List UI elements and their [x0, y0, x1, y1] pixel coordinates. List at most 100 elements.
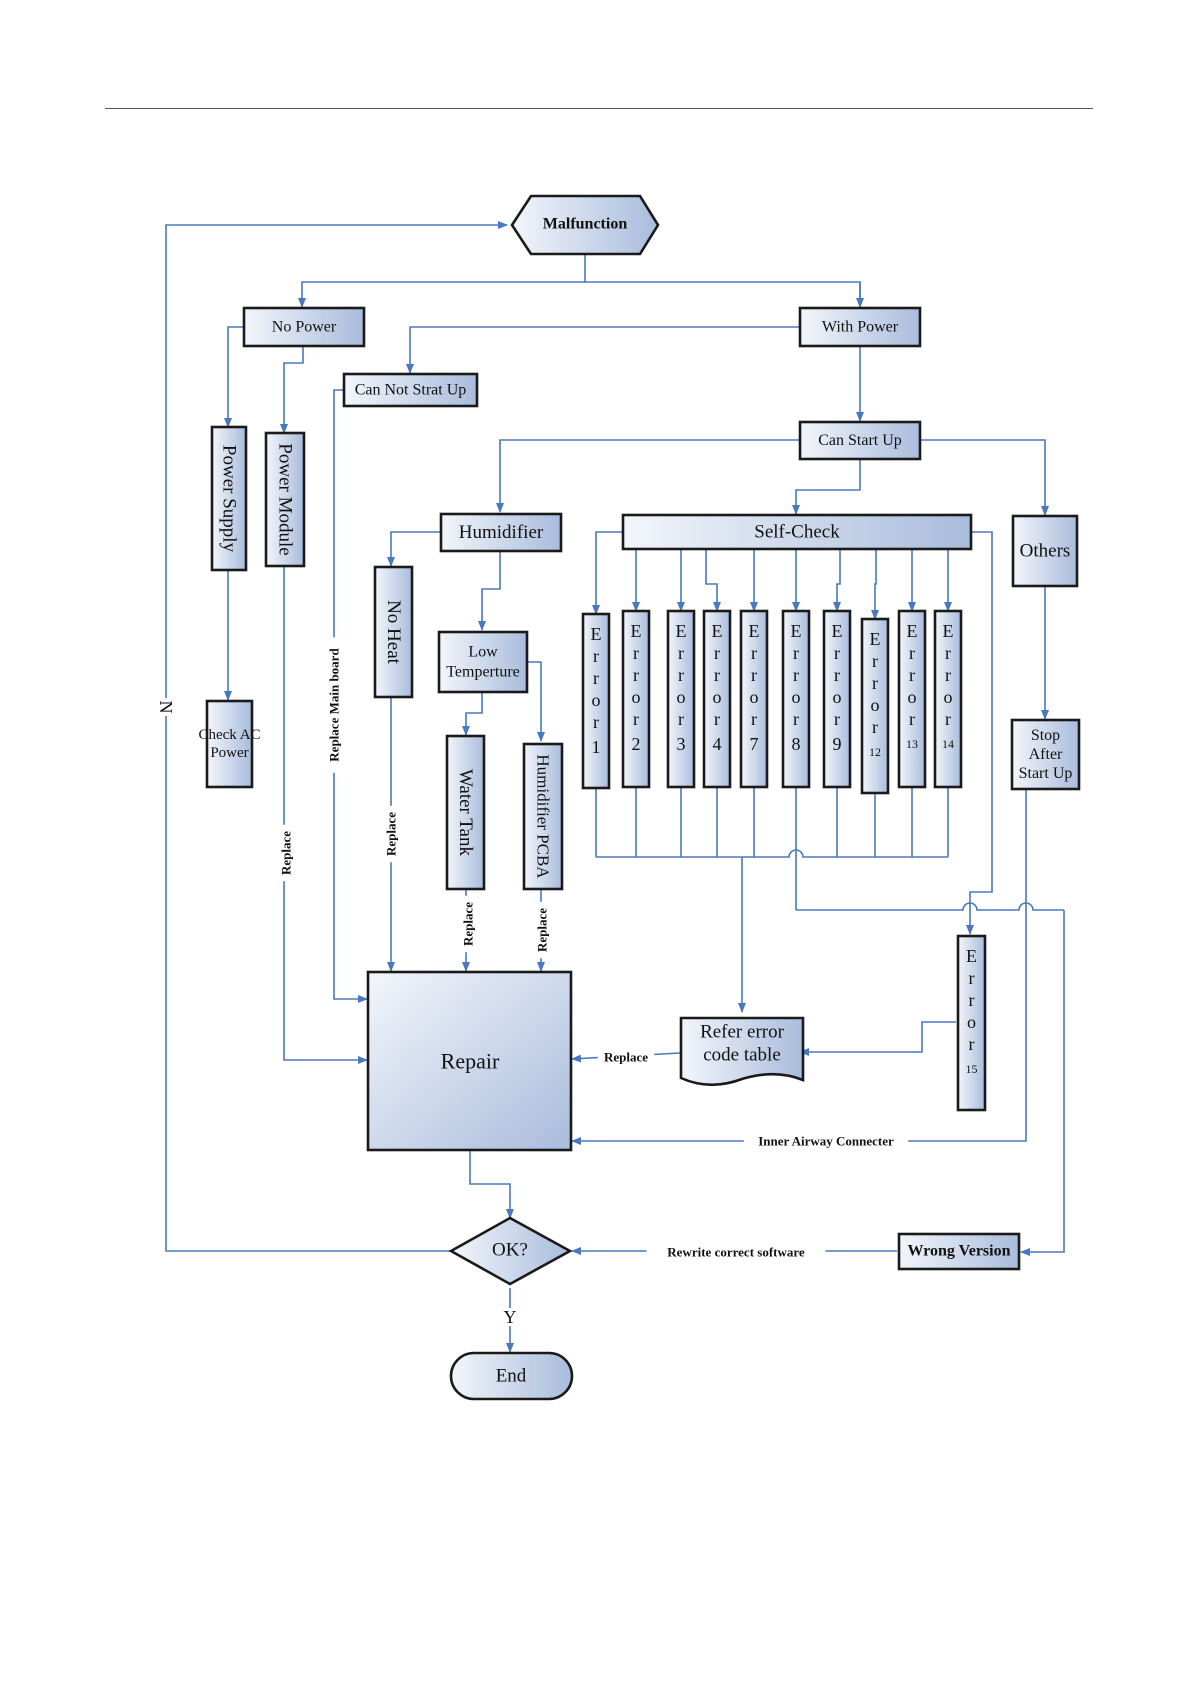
no-label: N — [156, 698, 176, 716]
error-13-node-shape — [897, 609, 927, 789]
others-node: Others — [1011, 514, 1079, 588]
replace-main-board-label-text: Replace Main board — [327, 648, 342, 762]
can-start-up-node-shape — [798, 420, 922, 461]
connector-line — [462, 693, 483, 736]
check-ac-power-node-label: Check AC — [198, 727, 260, 743]
no-power-node: No Power — [242, 306, 366, 348]
replace-label-power-module: Replace — [277, 824, 295, 882]
error-3-node-shape — [666, 609, 696, 789]
replace-label-refer-table: Replace — [597, 1048, 655, 1066]
malfunction-node: Malfunction — [510, 194, 660, 256]
connector-line — [966, 531, 993, 935]
humidifier-pcba-node-label: Humidifier PCBA — [534, 754, 553, 879]
connector-line — [469, 1150, 514, 1219]
error-14-node-letter: r — [945, 665, 951, 685]
error-15-node-shape — [956, 934, 987, 1112]
refer-error-code-table-label: code table — [703, 1045, 781, 1066]
self-check-node-shape — [621, 513, 973, 551]
error-15-node-letter: r — [969, 968, 975, 988]
error-1-node-letter: E — [591, 624, 602, 644]
replace-label-water-tank-text: Replace — [461, 902, 476, 946]
error-2-node-letter: r — [633, 643, 639, 663]
refer-error-code-table-shape — [679, 1016, 805, 1087]
can-not-start-up-node-label: Can Not Strat Up — [355, 382, 467, 399]
error-13-node-number: 13 — [906, 737, 918, 751]
error-3-node-number: 3 — [677, 734, 686, 754]
error-1-node-letter: r — [593, 668, 599, 688]
error-8-node-letter: E — [791, 621, 802, 641]
edge-label-background — [277, 824, 295, 882]
end-node: End — [449, 1351, 574, 1401]
edge-label-background — [382, 805, 400, 863]
no-heat-node-label: No Heat — [383, 600, 404, 665]
connector-line — [527, 661, 545, 742]
repair-node: Repair — [366, 970, 573, 1152]
error-3-node-letter: E — [676, 621, 687, 641]
connector-line — [792, 459, 861, 515]
error-13-node-letter: o — [908, 687, 917, 707]
error-1-node-letter: r — [593, 646, 599, 666]
error-14-node-letter: r — [945, 643, 951, 663]
power-supply-node-label: Power Supply — [219, 445, 240, 553]
error-2-node-number: 2 — [632, 734, 641, 754]
connector-line — [165, 221, 508, 1252]
error-7-node-letter: r — [751, 709, 757, 729]
edge-label-background — [743, 1132, 909, 1150]
error-12-node-letter: o — [871, 695, 880, 715]
connector-line — [585, 281, 864, 308]
error-9-node-letter: o — [833, 687, 842, 707]
error-7-node-shape — [739, 609, 769, 789]
error-2-node-shape — [621, 609, 651, 789]
yes-label: Y — [502, 1307, 518, 1327]
error-3-node-letter: r — [678, 665, 684, 685]
can-start-up-node-label: Can Start Up — [818, 432, 902, 449]
error-4-node-letter: r — [714, 665, 720, 685]
inner-airway-connecter-label-text: Inner Airway Connecter — [758, 1134, 894, 1149]
yes-label-text: Y — [504, 1307, 517, 1327]
humidifier-node-label: Humidifier — [459, 522, 544, 543]
humidifier-pcba-node: Humidifier PCBA — [522, 742, 564, 891]
connector-line — [224, 326, 244, 428]
error-15-node-letter: r — [969, 1034, 975, 1054]
no-label-text: N — [156, 701, 176, 714]
error-7-node-number: 7 — [750, 734, 759, 754]
error-1-node-number: 1 — [592, 737, 601, 757]
power-module-node-label: Power Module — [275, 443, 296, 555]
error-2-node-letter: r — [633, 665, 639, 685]
replace-label-water-tank: Replace — [459, 895, 477, 953]
error-7-node-letter: E — [749, 621, 760, 641]
error-8-node-shape — [781, 609, 811, 789]
water-tank-node: Water Tank — [445, 734, 486, 891]
can-not-start-up-node: Can Not Strat Up — [342, 372, 479, 408]
connector-line — [871, 549, 879, 620]
ok-decision-node-label: OK? — [492, 1240, 528, 1261]
error-13-node-letter: r — [909, 709, 915, 729]
yes-label-background — [502, 1308, 518, 1326]
wrong-version-node-label: Wrong Version — [908, 1243, 1011, 1260]
power-module-node: Power Module — [264, 431, 306, 568]
header-rule — [105, 108, 1093, 109]
error-8-node-letter: r — [793, 709, 799, 729]
check-ac-power-node-shape — [205, 699, 254, 789]
humidifier-pcba-node-shape — [522, 742, 564, 891]
connector-line — [799, 1021, 956, 1056]
error-14-node-shape — [933, 609, 963, 789]
power-supply-node-shape — [210, 425, 248, 572]
connector-line — [280, 345, 304, 434]
connector-line — [571, 789, 1027, 1145]
error-4-node-shape — [702, 609, 732, 789]
error-4-node-letter: r — [714, 643, 720, 663]
humidifier-node-shape — [439, 512, 563, 553]
low-temperture-node-shape — [437, 630, 529, 694]
connectors — [165, 221, 1065, 1353]
no-heat-node: No Heat — [373, 565, 414, 699]
error-12-node-letter: E — [870, 629, 881, 649]
with-power-node: With Power — [798, 306, 922, 348]
